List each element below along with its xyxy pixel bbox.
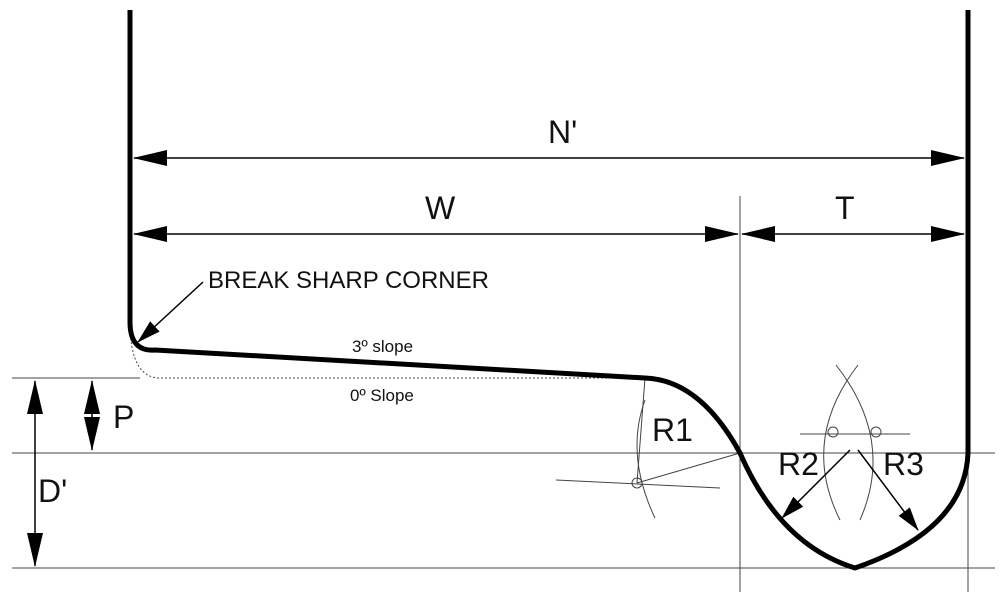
reference-lines xyxy=(12,196,995,592)
break-corner-leader xyxy=(137,281,204,343)
groove-profile xyxy=(127,10,971,571)
label-n-prime: N' xyxy=(548,114,577,150)
label-3-slope: 3º slope xyxy=(352,337,413,356)
r3-leader xyxy=(857,449,919,531)
label-w: W xyxy=(425,190,456,226)
r2-center-mark xyxy=(827,426,839,438)
label-t: T xyxy=(835,190,855,226)
r3-construction-arc xyxy=(835,364,874,521)
label-p: P xyxy=(113,399,134,435)
label-r3: R3 xyxy=(883,446,924,482)
r2-construction-arc xyxy=(823,364,859,521)
label-r2: R2 xyxy=(778,446,819,482)
r3-center-mark xyxy=(870,426,882,438)
r1-construction-arc xyxy=(636,399,656,519)
label-break-sharp-corner: BREAK SHARP CORNER xyxy=(208,267,489,294)
label-d-prime: D' xyxy=(38,473,67,509)
r1-construction-line xyxy=(555,479,721,489)
label-0-slope: 0º Slope xyxy=(350,386,414,405)
r2-leader xyxy=(781,449,851,519)
label-r1: R1 xyxy=(652,412,693,448)
r1-center-mark xyxy=(631,477,643,489)
r1-radius-line xyxy=(636,452,741,484)
